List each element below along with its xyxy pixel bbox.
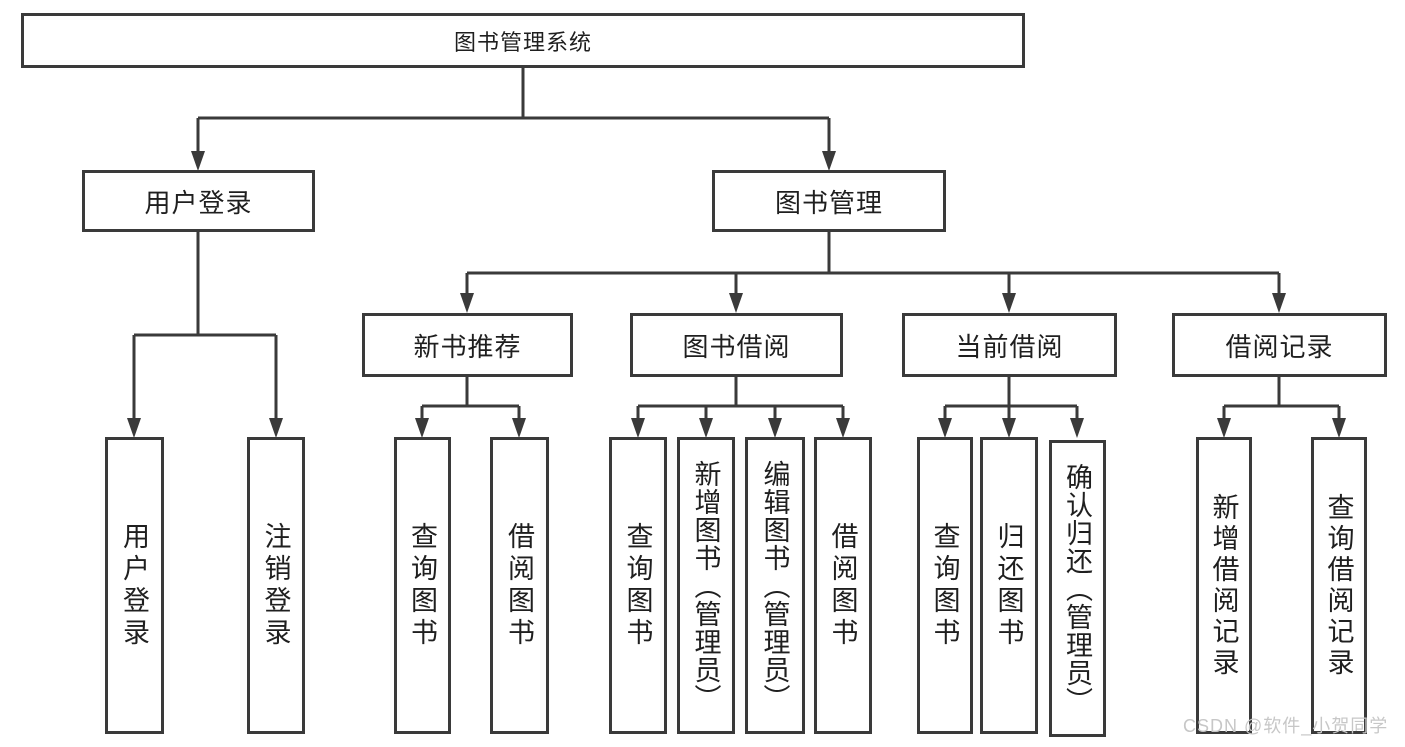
node-label: 新书推荐 <box>413 331 522 362</box>
leaf-user-login: 用户登录 <box>105 437 164 734</box>
node-book-management: 图书管理 <box>712 170 946 232</box>
node-label: 用户登录 <box>144 187 253 218</box>
connector-new-book-rec-to-leaves <box>415 377 526 438</box>
node-label: 图书借阅 <box>682 331 791 362</box>
node-label: 新增借阅记录 <box>1208 492 1239 679</box>
leaf-add-books-admin: 新增图书（管理员） <box>677 437 735 734</box>
node-label: 查询图书 <box>622 521 653 650</box>
connector-book-mgmt-to-level3 <box>460 232 1286 313</box>
node-label: 图书管理 <box>774 187 883 218</box>
node-label: 归还图书 <box>993 521 1024 650</box>
node-library-management-system: 图书管理系统 <box>21 13 1025 68</box>
node-current-borrowing: 当前借阅 <box>902 313 1117 377</box>
node-borrowing-records: 借阅记录 <box>1172 313 1387 377</box>
node-label: 图书管理系统 <box>453 29 592 55</box>
node-book-borrowing: 图书借阅 <box>630 313 843 377</box>
leaf-borrow-books-2: 借阅图书 <box>814 437 872 734</box>
node-label: 借阅图书 <box>827 521 858 650</box>
leaf-borrow-books-1: 借阅图书 <box>490 437 549 734</box>
leaf-return-books: 归还图书 <box>980 437 1038 734</box>
connector-user-login-to-leaves <box>127 232 283 438</box>
leaf-query-books-1: 查询图书 <box>394 437 451 734</box>
node-label: 借阅记录 <box>1225 331 1334 362</box>
leaf-logout: 注销登录 <box>247 437 305 734</box>
node-label: 查询图书 <box>407 521 437 650</box>
leaf-add-borrow-record: 新增借阅记录 <box>1196 437 1252 734</box>
node-label: 新增图书（管理员） <box>690 459 721 712</box>
csdn-watermark: CSDN @软件_小贺同学 <box>1183 716 1389 736</box>
connector-borrow-records-to-leaves <box>1217 377 1346 438</box>
node-label: 用户登录 <box>119 521 149 650</box>
node-label: 当前借阅 <box>955 331 1064 362</box>
node-label: 编辑图书（管理员） <box>759 459 790 712</box>
node-label: 查询借阅记录 <box>1323 492 1354 679</box>
node-label: 借阅图书 <box>504 521 534 650</box>
leaf-edit-books-admin: 编辑图书（管理员） <box>745 437 805 734</box>
leaf-confirm-return-admin: 确认归还（管理员） <box>1049 440 1106 737</box>
node-label: 注销登录 <box>260 521 291 650</box>
connector-root-to-level2 <box>191 68 836 171</box>
node-user-login: 用户登录 <box>82 170 315 232</box>
node-label: 查询图书 <box>929 521 960 650</box>
leaf-query-borrow-record: 查询借阅记录 <box>1311 437 1367 734</box>
leaf-query-books-3: 查询图书 <box>917 437 973 734</box>
connector-current-borrow-to-leaves <box>938 377 1084 438</box>
leaf-query-books-2: 查询图书 <box>609 437 667 734</box>
node-label: 确认归还（管理员） <box>1062 462 1092 715</box>
node-new-book-recommend: 新书推荐 <box>362 313 573 377</box>
connector-book-borrow-to-leaves <box>631 377 850 438</box>
